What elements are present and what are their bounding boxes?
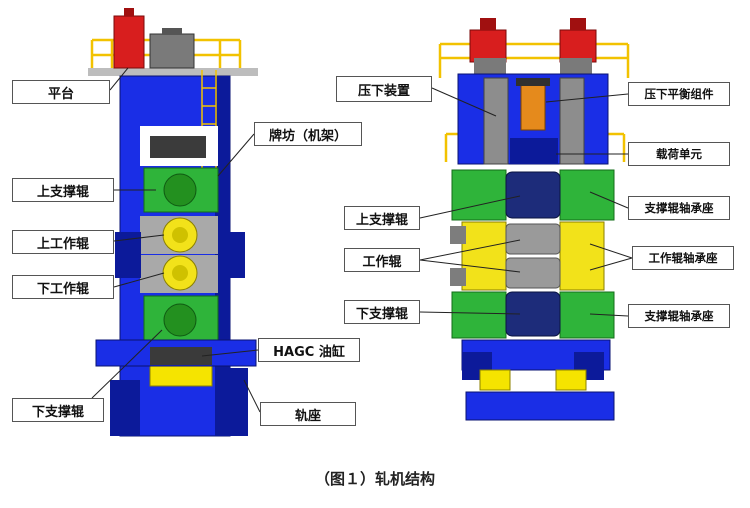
backup-chock-upper-left	[451, 169, 507, 221]
gearbox	[149, 33, 195, 69]
screwdown-balance	[520, 83, 546, 131]
label-lower-backup-roll: 下支撑辊	[12, 398, 104, 422]
label-lower-work-roll: 下工作辊	[12, 275, 114, 299]
label-screwdown-balance: 压下平衡组件	[628, 82, 730, 106]
upper-backup-roll-right	[505, 171, 561, 219]
label-backup-chock-upper: 支撑辊轴承座	[628, 196, 730, 220]
label-platform: 平台	[12, 80, 110, 104]
label-work-roll: 工作辊	[344, 248, 420, 272]
label-upper-work-roll: 上工作辊	[12, 230, 114, 254]
backup-chock-upper-right	[559, 169, 615, 221]
label-rail-base: 轨座	[260, 402, 356, 426]
label-housing: 牌坊（机架）	[254, 122, 362, 146]
right-mill-drawing	[438, 18, 630, 421]
label-upper-backup-roll-right: 上支撑辊	[344, 206, 420, 230]
figure-caption: （图１）轧机结构	[314, 470, 435, 488]
backup-chock-lower-left	[451, 291, 507, 339]
label-lower-backup-roll-right: 下支撑辊	[344, 300, 420, 324]
left-mill-drawing	[88, 8, 258, 437]
leader-lines	[91, 67, 633, 413]
work-roll-lower	[505, 257, 561, 289]
label-load-cell: 载荷单元	[628, 142, 730, 166]
label-upper-backup-roll: 上支撑辊	[12, 178, 114, 202]
motor-red	[113, 15, 145, 69]
label-hagc-cylinder: HAGC 油缸	[258, 338, 360, 362]
screwdown-motor-right	[559, 29, 597, 63]
label-work-roll-chock: 工作辊轴承座	[632, 246, 734, 270]
work-roll-upper	[505, 223, 561, 255]
load-cell	[510, 138, 558, 164]
rail-base	[110, 380, 140, 436]
label-backup-chock-lower: 支撑辊轴承座	[628, 304, 730, 328]
platform-deck	[88, 68, 258, 76]
label-screwdown-device: 压下装置	[336, 76, 432, 102]
screwdown-motor-left	[469, 29, 507, 63]
